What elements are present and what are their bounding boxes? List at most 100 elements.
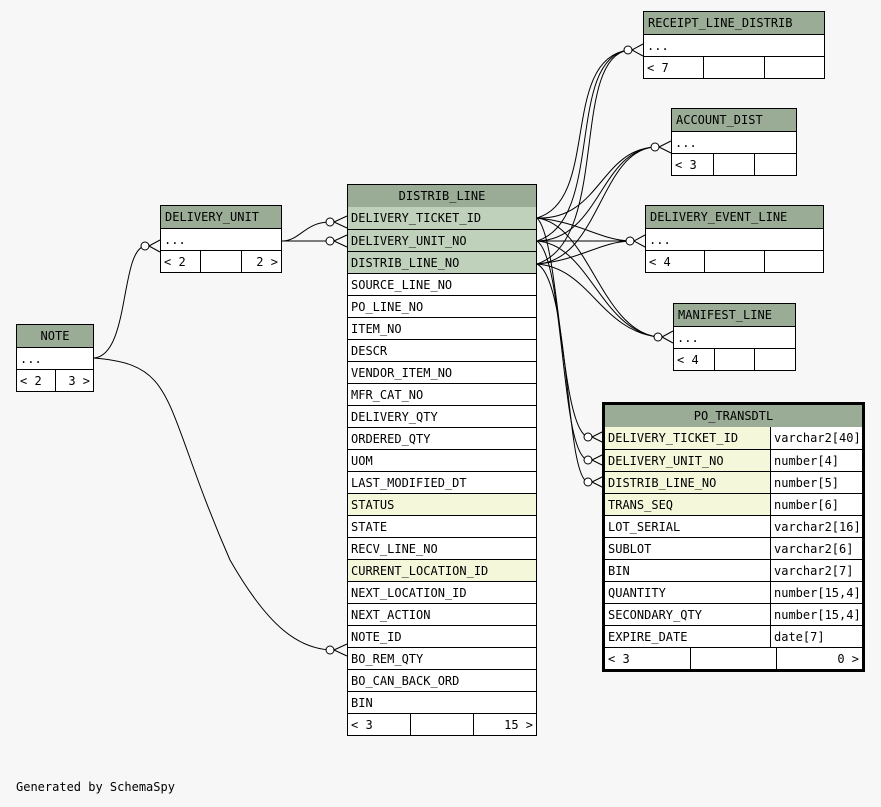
edge-dl-receipt-2 <box>536 49 629 242</box>
column-row: BIN <box>348 691 536 713</box>
column-row: DISTRIB_LINE_NO <box>348 251 536 273</box>
column-row: LAST_MODIFIED_DT <box>348 471 536 493</box>
table-footer: < 3 15 > <box>348 713 536 735</box>
table-name: DELIVERY_EVENT_LINE <box>646 206 823 228</box>
collapsed-columns: ... <box>644 34 824 56</box>
column-row: SOURCE_LINE_NO <box>348 273 536 295</box>
edge-dl-receipt-3 <box>536 49 629 265</box>
column-row: DELIVERY_TICKET_ID <box>348 207 536 229</box>
table-name: RECEIPT_LINE_DISTRIB <box>644 12 824 34</box>
column-type: varchar2[7] <box>774 564 854 578</box>
table-receipt-line-distrib[interactable]: RECEIPT_LINE_DISTRIB ... < 7 <box>643 11 825 79</box>
collapsed-columns: ... <box>161 228 281 250</box>
column-row: ITEM_NO <box>348 317 536 339</box>
table-name: DISTRIB_LINE <box>348 185 536 207</box>
table-account-dist[interactable]: ACCOUNT_DIST ... < 3 <box>671 108 797 176</box>
table-footer: < 7 <box>644 56 824 78</box>
column-row: UOM <box>348 449 536 471</box>
footer-cell <box>410 714 473 735</box>
column-row: CURRENT_LOCATION_ID <box>348 559 536 581</box>
column-name: DELIVERY_UNIT_NO <box>605 450 771 471</box>
children-count: 2 > <box>240 251 281 272</box>
column-type: date[7] <box>774 630 825 644</box>
parents-count: < 3 <box>608 652 630 666</box>
edge-dl-account-3 <box>536 146 656 265</box>
edge-du-ticket <box>281 221 331 242</box>
column-type: number[5] <box>774 476 840 490</box>
column-name: DELIVERY_TICKET_ID <box>605 427 771 449</box>
column-name: BIN <box>605 560 771 581</box>
collapsed-columns: ... <box>672 131 796 153</box>
generator-credit: Generated by SchemaSpy <box>16 780 175 794</box>
parents-count: < 3 <box>351 718 373 732</box>
column-type: varchar2[6] <box>774 542 854 556</box>
table-footer: < 3 <box>672 153 796 175</box>
table-delivery-event-line[interactable]: DELIVERY_EVENT_LINE ... < 4 <box>645 205 824 273</box>
children-count: 15 > <box>473 714 536 735</box>
column-name: SECONDARY_QTY <box>605 604 771 625</box>
column-row: ORDERED_QTY <box>348 427 536 449</box>
table-name: NOTE <box>17 325 93 347</box>
footer-cell <box>712 154 755 175</box>
edge-dl-manifest-3 <box>536 263 659 338</box>
footer-cell <box>754 154 796 175</box>
table-note[interactable]: NOTE ... < 2 3 > <box>16 324 94 392</box>
parents-count: < 4 <box>649 255 671 269</box>
parents-count: < 2 <box>164 255 186 269</box>
column-type: number[6] <box>774 498 840 512</box>
footer-cell <box>713 349 755 370</box>
column-name: DISTRIB_LINE_NO <box>605 472 771 493</box>
column-name: QUANTITY <box>605 582 771 603</box>
collapsed-columns: ... <box>674 326 795 348</box>
column-row: NOTE_ID <box>348 625 536 647</box>
edge-dl-account-1 <box>536 146 656 219</box>
edge-dl-event-3 <box>536 240 631 265</box>
column-row: BO_CAN_BACK_ORD <box>348 669 536 691</box>
table-delivery-unit[interactable]: DELIVERY_UNIT ... < 2 2 > <box>160 205 282 273</box>
column-type: number[15,4] <box>774 586 861 600</box>
edge-dl-account-2 <box>536 146 656 242</box>
footer-cell <box>763 57 824 78</box>
table-footer: < 4 <box>674 348 795 370</box>
table-footer: < 4 <box>646 250 823 272</box>
column-name: TRANS_SEQ <box>605 494 771 515</box>
column-row: STATUS <box>348 493 536 515</box>
edge-note-delivery-unit <box>93 245 146 359</box>
column-name: EXPIRE_DATE <box>605 626 771 647</box>
edge-dl-po-3 <box>536 263 589 483</box>
column-row: RECV_LINE_NO <box>348 537 536 559</box>
collapsed-columns: ... <box>646 228 823 250</box>
table-name: ACCOUNT_DIST <box>672 109 796 131</box>
column-row: STATE <box>348 515 536 537</box>
edge-dl-receipt-1 <box>536 49 629 219</box>
children-count: 0 > <box>776 648 862 669</box>
collapsed-columns: ... <box>17 347 93 369</box>
edge-dl-event-1 <box>536 217 631 242</box>
column-type: varchar2[40] <box>774 431 861 445</box>
column-row: DESCR <box>348 339 536 361</box>
footer-cell <box>754 349 795 370</box>
column-row: PO_LINE_NO <box>348 295 536 317</box>
column-row: MFR_CAT_NO <box>348 383 536 405</box>
table-name: PO_TRANSDTL <box>605 405 862 427</box>
table-footer: < 2 2 > <box>161 250 281 272</box>
table-manifest-line[interactable]: MANIFEST_LINE ... < 4 <box>673 303 796 371</box>
edge-dl-manifest-2 <box>536 240 659 338</box>
edge-note-distrib-line <box>93 357 331 651</box>
column-name: LOT_SERIAL <box>605 516 771 537</box>
parents-count: < 3 <box>675 158 697 172</box>
